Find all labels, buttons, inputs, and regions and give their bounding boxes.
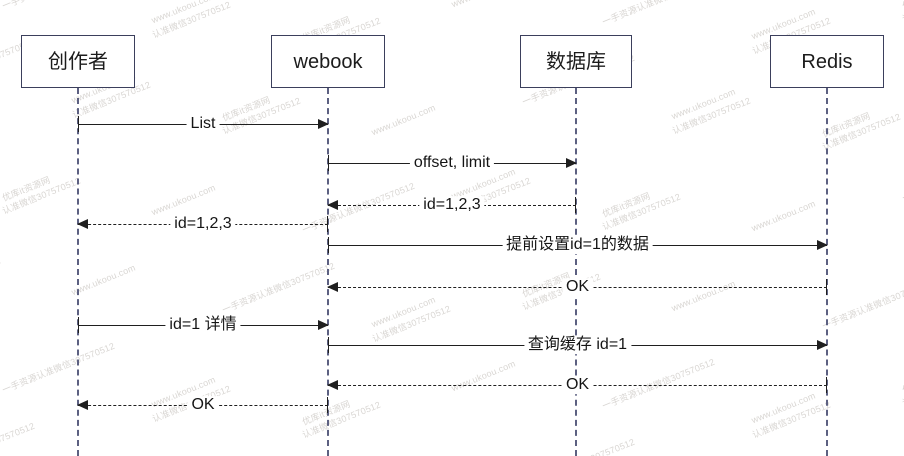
watermark-text: 一手资源认准微信307570512 [520,435,637,456]
arrowhead-icon [318,320,329,330]
arrowhead-icon [77,400,88,410]
lifeline-webook [327,88,329,456]
watermark-text: 一手资源认准微信307570512 [0,0,117,12]
arrowhead-icon [327,380,338,390]
message-origin-tick [328,337,329,353]
message-label: offset, limit [409,154,495,172]
watermark-text: 优库it资源网 [900,366,904,396]
participant-label: Redis [801,50,853,73]
message-label: 查询缓存 id=1 [523,336,632,354]
message-label: id=1 详情 [165,316,241,334]
watermark-text: www.ukoou.com [150,0,217,26]
message-origin-tick [327,216,328,232]
watermark-text: 一手资源认准微信307570512 [900,148,904,204]
arrowhead-icon [817,340,828,350]
watermark-text: 优库it资源网 [0,174,52,204]
watermark-text: www.ukoou.com [150,182,217,218]
message-label: List [186,115,220,133]
watermark-text: 一手资源认准微信307570512 [0,340,117,396]
lifeline-database [575,88,577,456]
participant-box-redis[interactable]: Redis [770,35,884,88]
watermark-text: 认准微信307570512 [750,399,833,441]
watermark-text: 认准微信307570512 [0,175,83,217]
watermark-text: www.ukoou.com [450,0,517,9]
participant-label: 数据库 [546,50,606,73]
message-origin-tick [328,237,329,253]
message-origin-tick [575,197,576,213]
arrowhead-icon [327,200,338,210]
watermark-text: 认准微信307570512 [370,303,453,345]
watermark-text: 优库it资源网 [900,0,904,12]
watermark-text: 一手资源认准微信307570512 [600,356,717,412]
message-label: OK [561,376,594,394]
watermark-text: www.ukoou.com [750,198,817,234]
message-origin-tick [327,397,328,413]
message-origin-tick [328,155,329,171]
participant-label: 创作者 [48,50,108,73]
lifeline-creator [77,88,79,456]
message-origin-tick [826,377,827,393]
message-label: 提前设置id=1的数据 [502,236,653,254]
watermark-text: 认准微信307570512 [670,95,753,137]
watermark-text: www.ukoou.com [370,294,437,330]
arrowhead-icon [817,240,828,250]
watermark-text: 认准微信307570512 [150,0,233,41]
participant-label: webook [293,50,363,73]
watermark-text: 一手资源认准微信307570512 [300,180,417,236]
arrowhead-icon [318,119,329,129]
watermark-text: 优库it资源网 [220,94,272,124]
watermark-text: www.ukoou.com [750,390,817,426]
watermark-text: www.ukoou.com [670,278,737,314]
watermark-text: 一手资源认准微信307570512 [0,420,37,456]
watermark-text: www.ukoou.com [70,262,137,298]
arrowhead-icon [77,219,88,229]
watermark-text: 认准微信307570512 [820,111,903,153]
watermark-text: 认准微信307570512 [220,95,303,137]
watermark-text: 认准微信307570512 [600,191,683,233]
message-label: OK [187,396,219,414]
participant-box-creator[interactable]: 创作者 [21,35,135,88]
watermark-text: 认准微信307570512 [900,0,904,25]
lifeline-redis [826,88,828,456]
watermark-text: 一手资源认准微信307570512 [600,0,717,28]
message-origin-tick [78,116,79,132]
participant-box-webook[interactable]: webook [271,35,385,88]
watermark-text: www.ukoou.com [670,86,737,122]
watermark-text: 认准微信307570512 [0,255,3,297]
participant-box-database[interactable]: 数据库 [520,35,632,88]
watermark-text: 认准微信307570512 [900,367,904,409]
message-origin-tick [826,279,827,295]
watermark-text: www.ukoou.com [450,358,517,394]
message-label: OK [561,278,594,296]
arrowhead-icon [566,158,577,168]
watermark-text: 一手资源认准微信307570512 [820,276,904,332]
message-label: id=1,2,3 [170,215,236,233]
watermark-text: www.ukoou.com [370,102,437,138]
message-label: id=1,2,3 [419,196,485,214]
watermark-text: 一手资源认准微信307570512 [220,260,337,316]
watermark-text: 优库it资源网 [600,190,652,220]
message-origin-tick [78,317,79,333]
arrowhead-icon [327,282,338,292]
